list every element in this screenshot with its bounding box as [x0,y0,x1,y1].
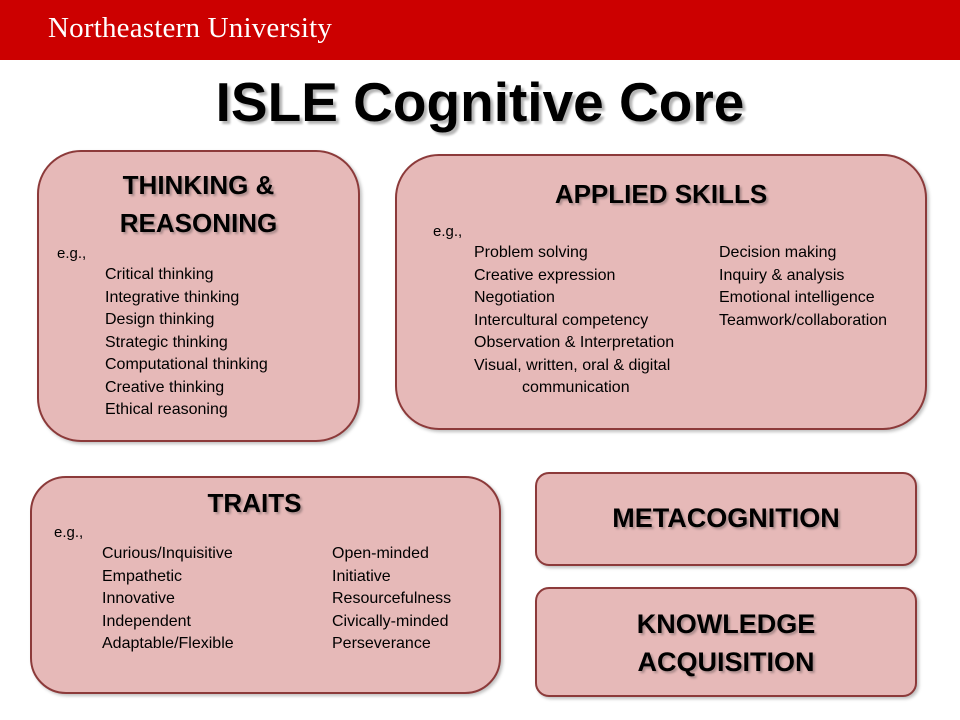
list-item: Innovative [102,590,175,607]
applied-list-col2: Decision making Inquiry & analysis Emoti… [719,242,887,332]
knowledge-heading-line2: ACQUISITION [637,647,815,677]
knowledge-heading: KNOWLEDGE ACQUISITION [537,605,915,681]
list-item: Intercultural competency [474,311,649,329]
applied-heading: APPLIED SKILLS [554,179,768,209]
traits-eg: e.g., [54,524,84,541]
list-item: Perseverance [332,635,431,652]
list-item: Negotiation [474,289,555,306]
metacognition-heading: METACOGNITION [612,503,840,533]
thinking-heading-line1: THINKING & [122,170,275,200]
list-item: Visual, written, oral & digital [474,356,671,374]
list-item: Integrative thinking [105,288,240,306]
list-item: Strategic thinking [105,333,228,351]
thinking-eg: e.g., [57,245,87,262]
knowledge-heading-line1: KNOWLEDGE [636,609,816,639]
list-item: communication [522,379,630,396]
applied-eg: e.g., [433,223,463,240]
applied-list-col1: Problem solving Creative expression Nego… [474,242,674,400]
list-item: Open-minded [332,545,429,562]
list-item: Civically-minded [332,612,449,630]
metacognition-box: METACOGNITION [535,472,917,566]
thinking-list: Critical thinking Integrative thinking D… [105,264,268,422]
list-item: Initiative [332,567,391,585]
list-item: Observation & Interpretation [474,334,675,351]
header-banner: Northeastern University [0,0,960,60]
thinking-reasoning-box: THINKING & REASONING e.g., Critical thin… [37,150,360,442]
list-item: Curious/Inquisitive [102,545,233,562]
list-item: Adaptable/Flexible [102,635,234,652]
list-item: Critical thinking [105,266,214,283]
list-item: Inquiry & analysis [719,266,845,284]
list-item: Design thinking [105,311,215,328]
list-item: Ethical reasoning [105,401,228,418]
list-item: Teamwork/collaboration [719,311,888,329]
list-item: Creative expression [474,266,616,284]
thinking-heading: THINKING & REASONING [39,166,358,242]
list-item: Decision making [719,244,837,261]
traits-box: TRAITS e.g., Curious/Inquisitive Empathe… [30,476,501,694]
thinking-heading-line2: REASONING [119,208,278,238]
university-wordmark: Northeastern University [48,12,333,44]
list-item: Problem solving [474,244,588,261]
traits-list-col2: Open-minded Initiative Resourcefulness C… [332,543,451,656]
list-item: Creative thinking [105,378,225,396]
list-item: Emotional intelligence [719,289,875,306]
knowledge-acquisition-box: KNOWLEDGE ACQUISITION [535,587,917,697]
list-item: Computational thinking [105,356,268,373]
applied-skills-box: APPLIED SKILLS e.g., Problem solving Cre… [395,154,927,430]
traits-list-col1: Curious/Inquisitive Empathetic Innovativ… [102,543,234,656]
list-item: Independent [102,612,191,630]
traits-heading: TRAITS [207,488,302,518]
list-item: Empathetic [102,567,183,585]
slide-title: ISLE Cognitive Core [215,71,745,133]
list-item: Resourcefulness [332,590,452,607]
